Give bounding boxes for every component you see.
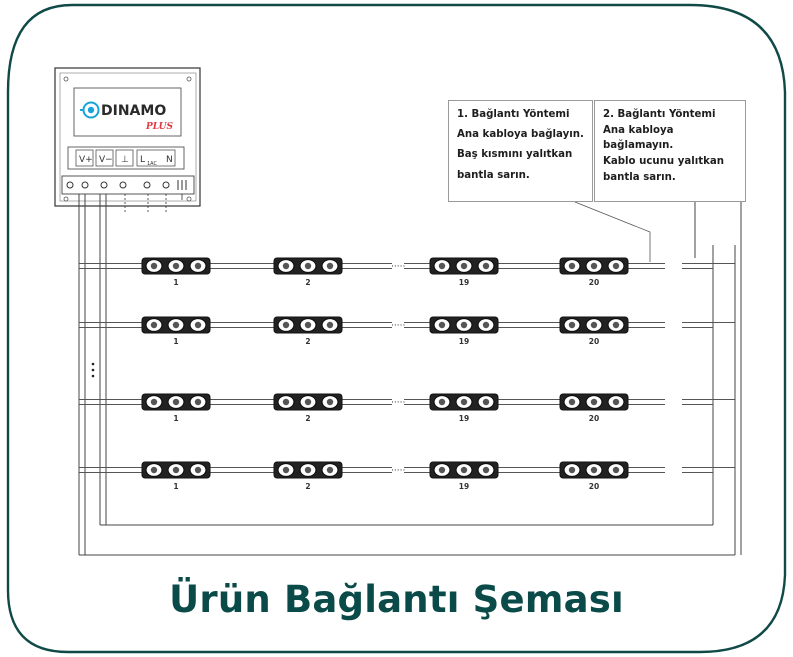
- method2-line4: bantla sarın.: [603, 171, 676, 183]
- method1-line3: bantla sarın.: [457, 169, 530, 181]
- module-number: 1: [173, 337, 178, 346]
- led-module: 20: [559, 316, 629, 346]
- module-number: 20: [589, 482, 599, 491]
- method1-line2: Baş kısmını yalıtkan: [457, 149, 573, 161]
- terminal-vminus: V−: [99, 155, 113, 165]
- module-number: 20: [589, 278, 599, 287]
- brand-sub: PLUS: [145, 122, 173, 132]
- module-number: 20: [589, 337, 599, 346]
- led-row: ····· 1 2 19 20: [79, 316, 735, 346]
- led-module: 1: [141, 393, 211, 423]
- method1-line1: Ana kabloya bağlayın.: [457, 129, 584, 141]
- led-row: ····· 1 2 19 20: [79, 393, 735, 423]
- method2-line1: Ana kabloya: [603, 124, 674, 136]
- controller-leads: [124, 194, 183, 212]
- method2-title: 2. Bağlantı Yöntemi: [603, 109, 716, 120]
- led-module: 2: [273, 393, 343, 423]
- module-number: 19: [459, 278, 469, 287]
- led-module: 1: [141, 461, 211, 491]
- break-dots: ·····: [391, 466, 405, 476]
- method1-title: 1. Bağlantı Yöntemi: [457, 109, 570, 120]
- led-module: 1: [141, 257, 211, 287]
- module-number: 1: [173, 278, 178, 287]
- break-dots: ·····: [391, 262, 405, 272]
- led-module: 1: [141, 316, 211, 346]
- diagram-caption: Ürün Bağlantı Şeması: [169, 578, 624, 621]
- module-number: 19: [459, 414, 469, 423]
- method1-note: 1. Bağlantı Yöntemi Ana kabloya bağlayın…: [448, 100, 593, 202]
- led-module: 2: [273, 316, 343, 346]
- led-module: 19: [429, 316, 499, 346]
- led-row: ····· 1 2 19 20: [79, 461, 735, 491]
- module-number: 2: [305, 482, 310, 491]
- brand-name: DINAMO: [101, 103, 166, 119]
- led-module: 20: [559, 393, 629, 423]
- module-number: 1: [173, 414, 178, 423]
- led-module: 20: [559, 257, 629, 287]
- terminal-l: L: [140, 155, 145, 165]
- led-module: 19: [429, 393, 499, 423]
- terminal-labels: V+ V− ⊥ L 1AC N: [75, 149, 176, 167]
- led-rows: ····· 1 2 19 20 ····· 1 2 19 20 ····· 1 2 19 20 ····· 1 2…: [79, 257, 735, 491]
- note1-pointer: [574, 201, 651, 262]
- module-number: 2: [305, 414, 310, 423]
- module-number: 19: [459, 482, 469, 491]
- module-number: 2: [305, 278, 310, 287]
- break-dots: ·····: [391, 398, 405, 408]
- method2-note: 2. Bağlantı Yöntemi Ana kabloya bağlamay…: [594, 100, 746, 202]
- terminal-n: N: [166, 155, 173, 165]
- module-number: 2: [305, 337, 310, 346]
- led-module: 2: [273, 257, 343, 287]
- main-bus-wires: [78, 140, 742, 556]
- module-number: 1: [173, 482, 178, 491]
- led-module: 2: [273, 461, 343, 491]
- rounded-frame: [6, 3, 787, 654]
- method2-line2: bağlamayın.: [603, 140, 674, 152]
- skip-dots: [91, 362, 95, 378]
- break-dots: ·····: [391, 321, 405, 331]
- module-number: 20: [589, 414, 599, 423]
- led-module: 20: [559, 461, 629, 491]
- terminal-vplus: V+: [79, 155, 93, 165]
- led-module: 19: [429, 461, 499, 491]
- led-row: ····· 1 2 19 20: [79, 257, 735, 287]
- module-number: 19: [459, 337, 469, 346]
- terminal-ground: ⊥: [121, 155, 129, 165]
- method2-line3: Kablo ucunu yalıtkan: [603, 156, 724, 168]
- led-module: 19: [429, 257, 499, 287]
- terminal-l-sub: 1AC: [147, 161, 158, 167]
- terminal-screws: [66, 180, 187, 190]
- dinamo-logo: [80, 101, 100, 119]
